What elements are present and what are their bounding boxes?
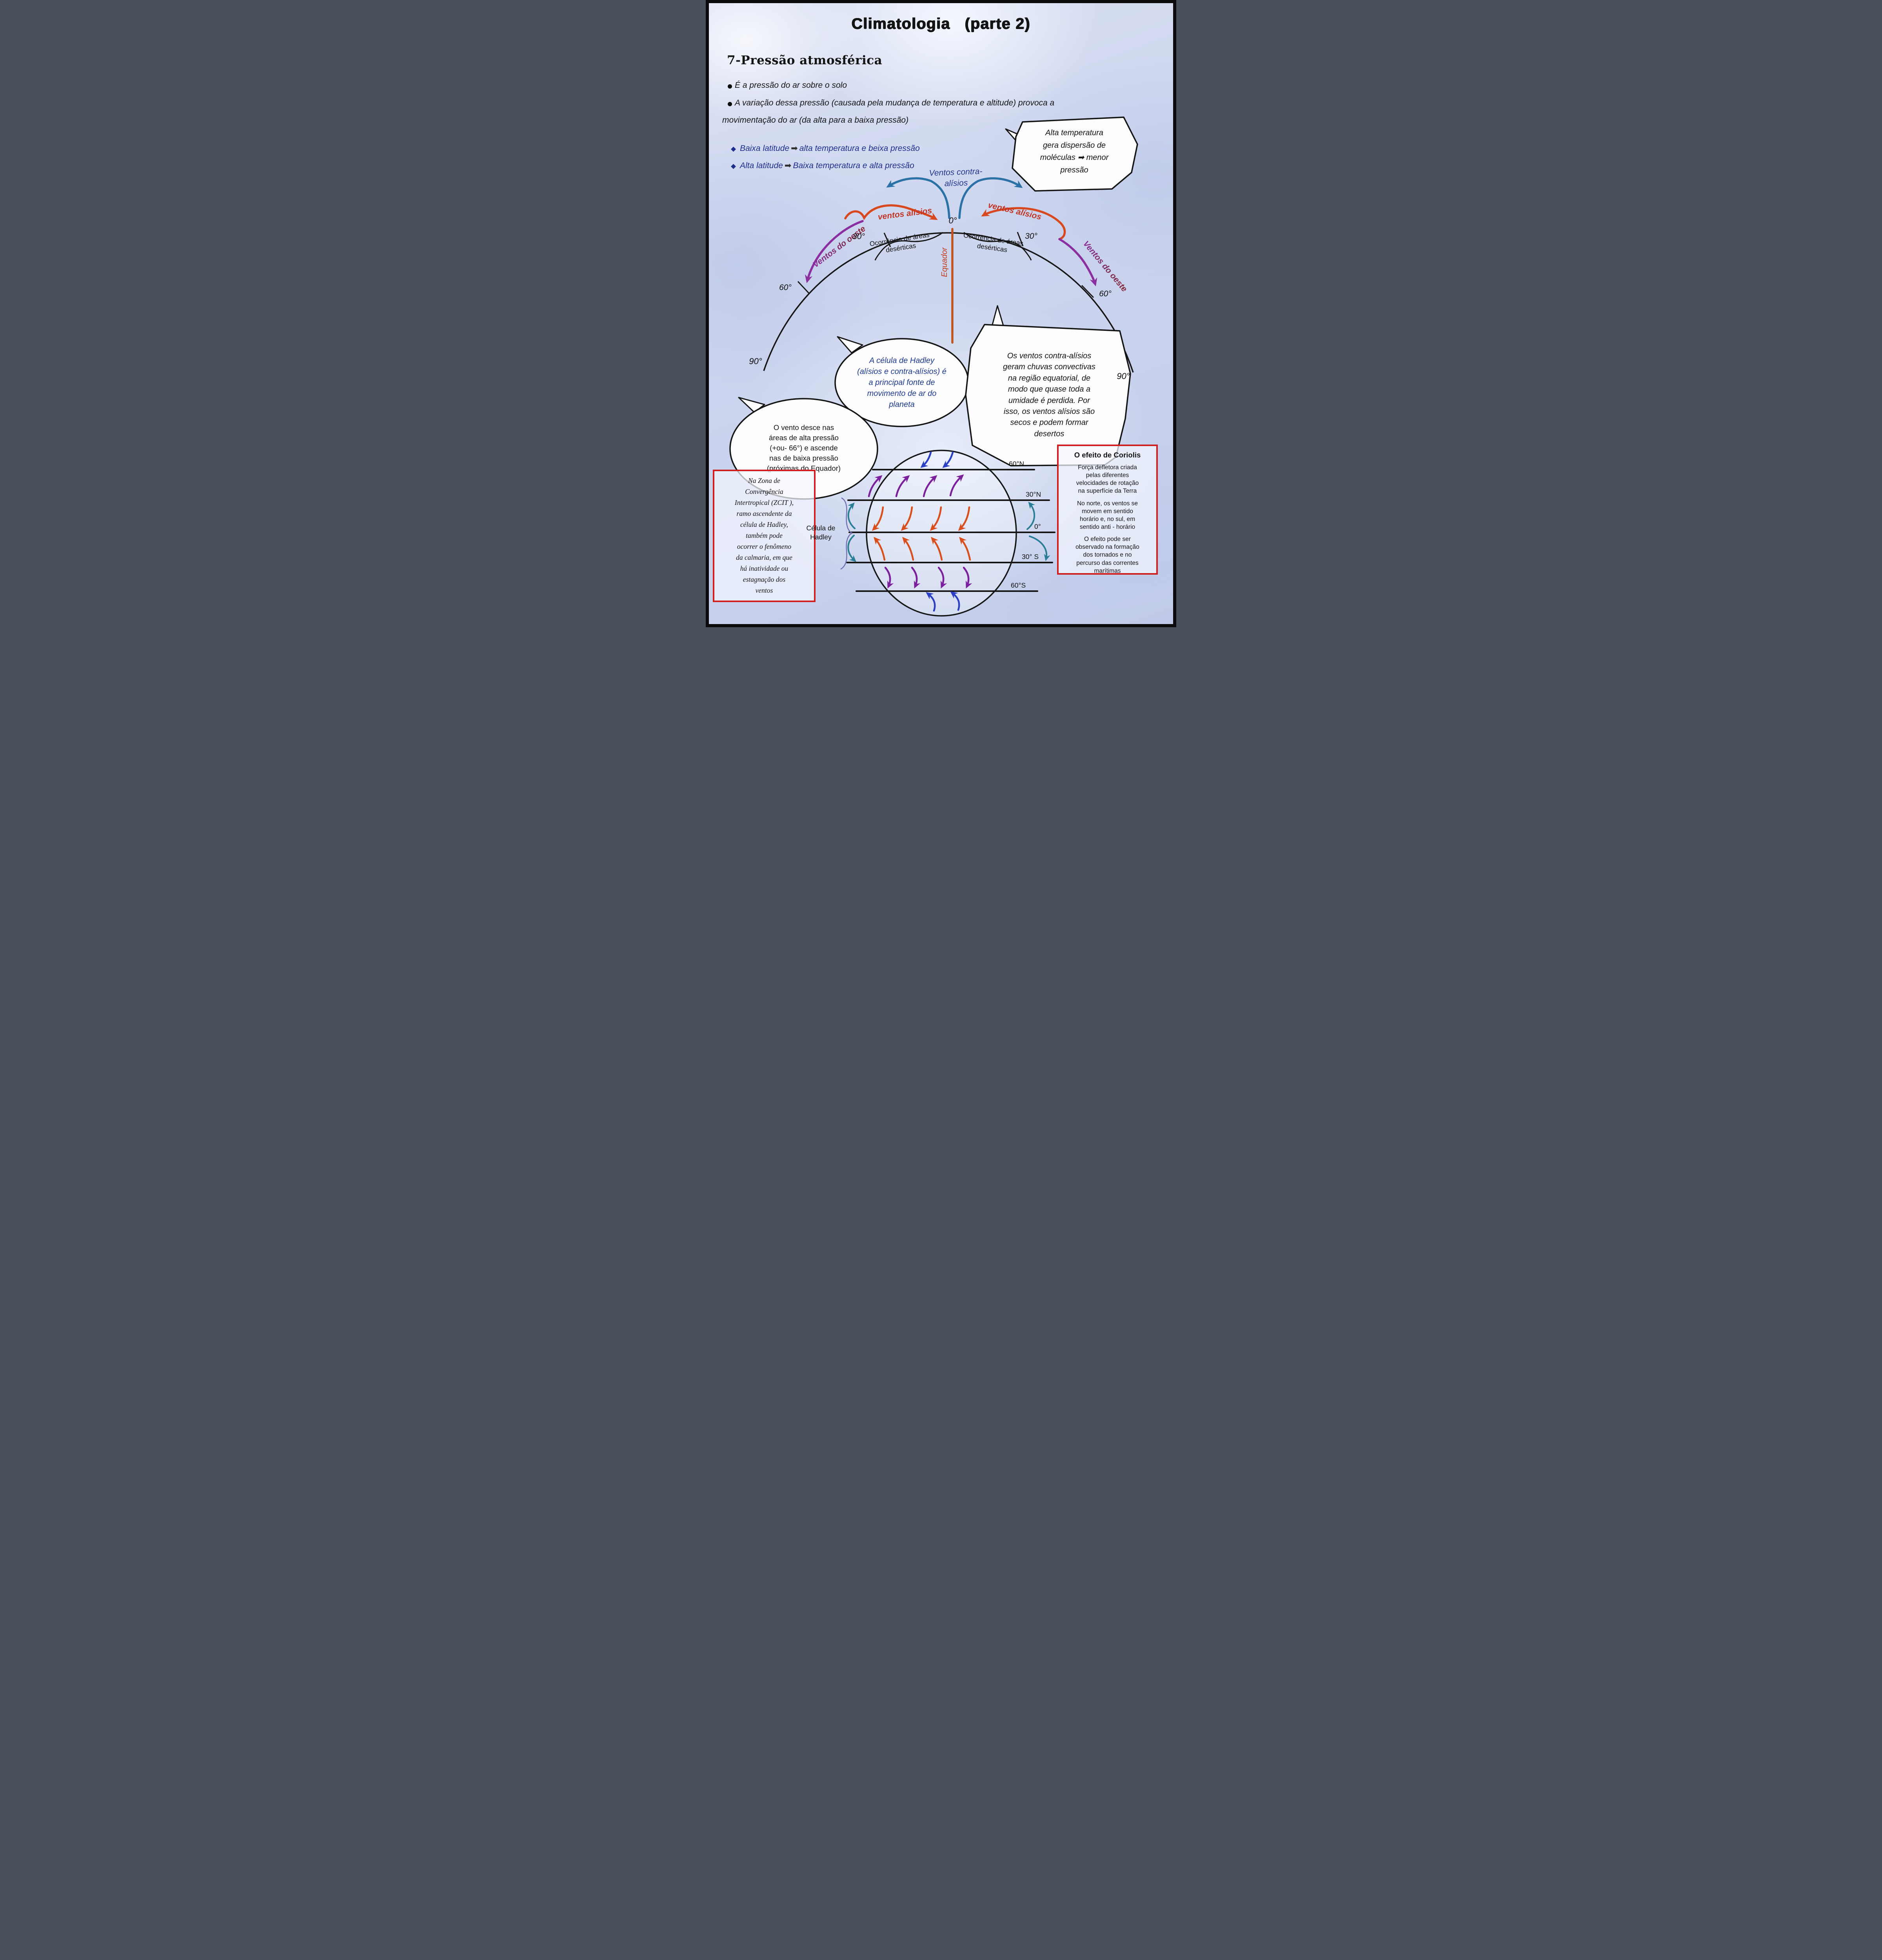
diamond-bullet-icon: ◆ (731, 145, 736, 153)
globe-wind-arrows (847, 451, 1050, 612)
page-title: Climatologia (parte 2) (851, 15, 1031, 32)
trade-wind-arrow (902, 537, 914, 561)
coriolis-paragraph: O efeito pode ser observado na formação … (1075, 536, 1139, 574)
westerlies-arrow-left (805, 220, 864, 283)
diagram-canvas (729, 116, 1138, 617)
counter-trade-arrow-left (886, 177, 950, 219)
tick-60-right (1081, 285, 1094, 298)
sub-bullet-text: Baixa temperatura e alta pressão (793, 161, 914, 171)
westerly-arrow (868, 475, 883, 497)
bullet-pressao-solo: É a pressão do ar sobre o solo (735, 81, 847, 90)
sub-bullet-text: Baixa latitude (740, 144, 790, 153)
label-lat-90-right: 90° (1117, 371, 1130, 381)
tick-30-right (1017, 232, 1024, 247)
polar-wind-arrow (950, 591, 960, 611)
westerly-arrow (911, 566, 921, 589)
diamond-bullet-icon: ◆ (731, 162, 736, 170)
latitude-lines (846, 469, 1055, 592)
right-arrow-icon: ➡ (784, 161, 792, 171)
trade-wind-arrow-left (844, 204, 938, 220)
trade-wind-arrow (874, 537, 886, 561)
label-lat-60-left: 60° (779, 283, 792, 292)
sub-bullet-text: Alta latitude (740, 161, 783, 171)
bullet-variacao-line2: movimentação do ar (da alta para a baixa… (722, 116, 909, 125)
bubble-hadley-text: A célula de Hadley (alísios e contra-alí… (857, 356, 946, 409)
trade-wind-arrow (959, 537, 971, 561)
desert-brace-left (874, 232, 943, 261)
counter-trade-arrow-right (958, 177, 1023, 219)
sub-bullet-alta-latitude: ◆ Alta latitude➡Baixa temperatura e alta … (731, 150, 914, 171)
hemisphere-arc-group (763, 228, 1134, 373)
zcit-box: Na Zona de Convergência Intertropical (Z… (713, 470, 816, 602)
notes-page: Climatologia (parte 2) 7-Pressão atmosfé… (706, 0, 1176, 627)
speech-bubbles-group (729, 116, 1138, 500)
bubble-chuvas-text: Os ventos contra-alísios geram chuvas co… (1003, 352, 1095, 438)
trade-wind-arrow (901, 506, 913, 531)
bubble-tail (837, 336, 863, 354)
globe-group (840, 450, 1055, 617)
label-celula-de-hadley: Célula de Hadley (806, 524, 836, 541)
label-lat-90-left: 90° (749, 356, 762, 366)
desert-brace-right (963, 232, 1032, 261)
label-lat-0: 0° (948, 216, 957, 225)
bubble-temperatura-shape (1012, 116, 1138, 192)
westerly-arrow (923, 475, 937, 497)
sub-bullet-baixa-latitude: ◆ Baixa latitude➡alta temperatura e beixa… (731, 132, 920, 154)
coriolis-title: O efeito de Coriolis (1074, 451, 1141, 459)
trade-wind-arrow (958, 506, 970, 531)
label-equador: Equador (940, 247, 949, 277)
bullet-variacao-line1: A variação dessa pressão (causada pela m… (735, 98, 1055, 107)
trade-wind-arrow (930, 506, 942, 531)
trade-wind-arrow (872, 506, 884, 531)
label-lat-30-right: 30° (1025, 232, 1037, 241)
label-30s: 30° S (1022, 553, 1039, 561)
bubble-tail (991, 305, 1005, 328)
label-ventos-contra-alisios: Ventos contra- alísios (929, 167, 983, 188)
westerlies-arrow-right (1058, 238, 1097, 287)
trade-wind-arrow-right (981, 207, 1066, 240)
right-arrow-icon: ➡ (791, 144, 798, 153)
westerly-arrow (895, 475, 910, 497)
coriolis-paragraph: No norte, os ventos se movem em sentido … (1077, 500, 1138, 530)
label-60n: 60°N (1009, 460, 1025, 468)
polar-wind-arrow (942, 451, 954, 468)
zcit-text: Na Zona de Convergência Intertropical (Z… (734, 477, 794, 594)
bullet-dot (728, 84, 732, 89)
wind-arrows-group (805, 177, 1097, 287)
westerly-arrow (884, 566, 894, 589)
coriolis-paragraph: Força defletora criada pelas diferentes … (1076, 464, 1139, 495)
hadley-cell-arrow (1026, 501, 1035, 530)
bubble-vento-desce-text: O vento desce nas áreas de alta pressão … (767, 423, 841, 472)
westerly-arrow (937, 566, 947, 589)
label-30n: 30°N (1026, 490, 1041, 498)
section-heading: 7-Pressão atmosférica (727, 53, 883, 67)
tick-60-left (797, 281, 810, 294)
westerly-arrow (963, 566, 972, 589)
westerly-arrow (949, 474, 964, 497)
hadley-cell-arrow (1029, 535, 1050, 561)
label-60s: 60°S (1011, 581, 1026, 589)
hadley-cell-brace (840, 497, 853, 570)
label-lat-30-left: 30° (852, 232, 865, 241)
coriolis-box: O efeito de Coriolis Força defletora cri… (1057, 445, 1158, 575)
sub-bullet-text: alta temperatura e beixa pressão (799, 144, 920, 153)
bullet-dot (728, 102, 732, 106)
hadley-cell-arrow (847, 535, 857, 562)
bubble-temperatura-text: Alta temperatura gera dispersão de moléc… (1040, 129, 1109, 174)
hemisphere-arc (763, 232, 1134, 373)
hadley-cell-arrow (847, 502, 856, 529)
polar-wind-arrow (920, 451, 932, 468)
polar-wind-arrow (926, 592, 936, 612)
trade-wind-arrow (931, 537, 943, 561)
label-0: 0° (1034, 523, 1041, 530)
label-lat-60-right: 60° (1099, 289, 1112, 298)
